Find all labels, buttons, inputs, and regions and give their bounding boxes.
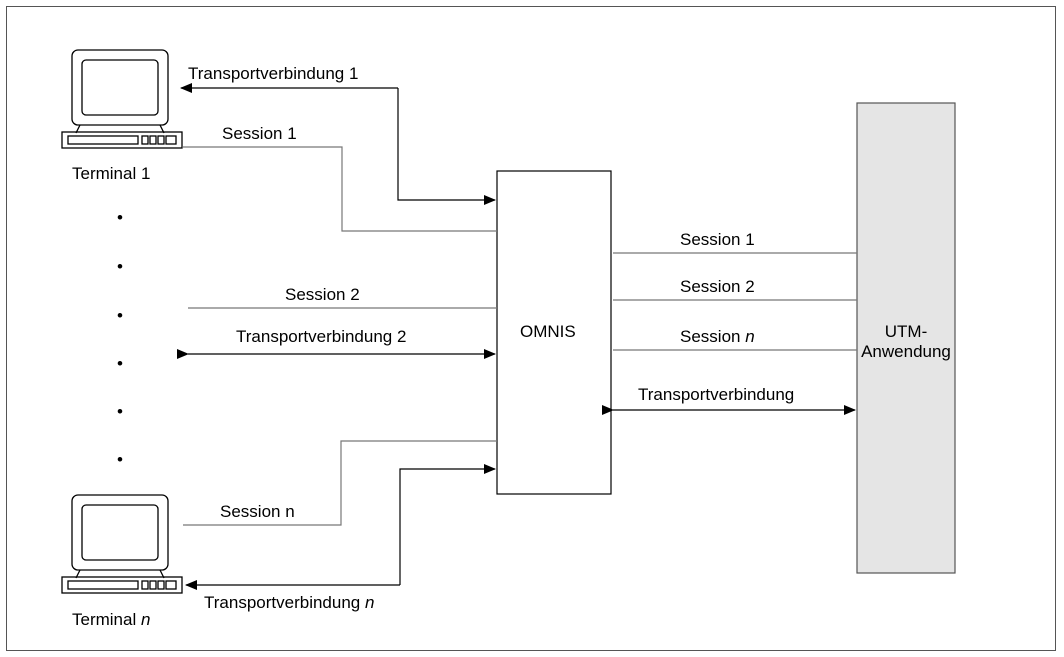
session-2-right-label-text: Session 2 xyxy=(680,277,755,296)
session-n-right-label-italic: n xyxy=(745,327,755,346)
utm-label-line2: Anwendung xyxy=(861,342,951,361)
utm-box xyxy=(856,102,956,574)
session-n-line-left xyxy=(183,440,497,526)
session-n-right-label-text: Session xyxy=(680,327,746,346)
ellipsis-dot-3: • xyxy=(117,306,123,325)
ellipsis-dot-2: • xyxy=(117,257,123,276)
session-2-left-label: Session 2 xyxy=(285,285,360,305)
session-n-right-label: Session n xyxy=(680,327,755,347)
terminal-1-label-text: Terminal 1 xyxy=(72,164,151,183)
omnis-box xyxy=(496,170,612,495)
transport-right-label: Transportverbindung xyxy=(638,385,794,405)
ellipsis-dot-4: • xyxy=(117,354,123,373)
terminal-n-label-text: Terminal xyxy=(72,610,141,629)
session-n-left-label: Session n xyxy=(220,502,295,522)
session-1-left-label-text: Session 1 xyxy=(222,124,297,143)
terminal-n-icon xyxy=(61,494,183,594)
ellipsis-dot-6: • xyxy=(117,450,123,469)
session-1-right-label: Session 1 xyxy=(680,230,755,250)
transport-n-label: Transportverbindung n xyxy=(204,593,374,613)
transport-1-line xyxy=(397,88,496,205)
terminal-n-label: Terminal n xyxy=(72,610,150,630)
terminal-1-icon xyxy=(61,49,183,149)
session-1-right-label-text: Session 1 xyxy=(680,230,755,249)
transport-right-label-text: Transportverbindung xyxy=(638,385,795,404)
terminal-n-label-italic: n xyxy=(140,610,151,629)
session-1-left-label: Session 1 xyxy=(222,124,297,144)
utm-label-line1: UTM- xyxy=(884,322,928,341)
omnis-label: OMNIS xyxy=(520,322,576,341)
session-n-left-label-text: Session n xyxy=(220,502,295,521)
transport-n-label-italic: n xyxy=(364,593,375,612)
terminal-1-label: Terminal 1 xyxy=(72,164,150,184)
transport-1-label-text: Transportverbindung 1 xyxy=(188,64,359,83)
transport-2-label-text: Transportverbindung 2 xyxy=(236,327,407,346)
session-2-right-label: Session 2 xyxy=(680,277,755,297)
session-1-line-left xyxy=(183,146,497,232)
transport-n-label-text: Transportverbindung xyxy=(204,593,365,612)
session-2-left-label-text: Session 2 xyxy=(285,285,360,304)
ellipsis-dot-1: • xyxy=(117,208,123,227)
utm-label: UTM- Anwendung xyxy=(857,322,955,362)
transport-2-label: Transportverbindung 2 xyxy=(236,327,406,347)
transport-n-line xyxy=(399,464,496,585)
ellipsis-dot-5: • xyxy=(117,402,123,421)
transport-1-label: Transportverbindung 1 xyxy=(188,64,358,84)
